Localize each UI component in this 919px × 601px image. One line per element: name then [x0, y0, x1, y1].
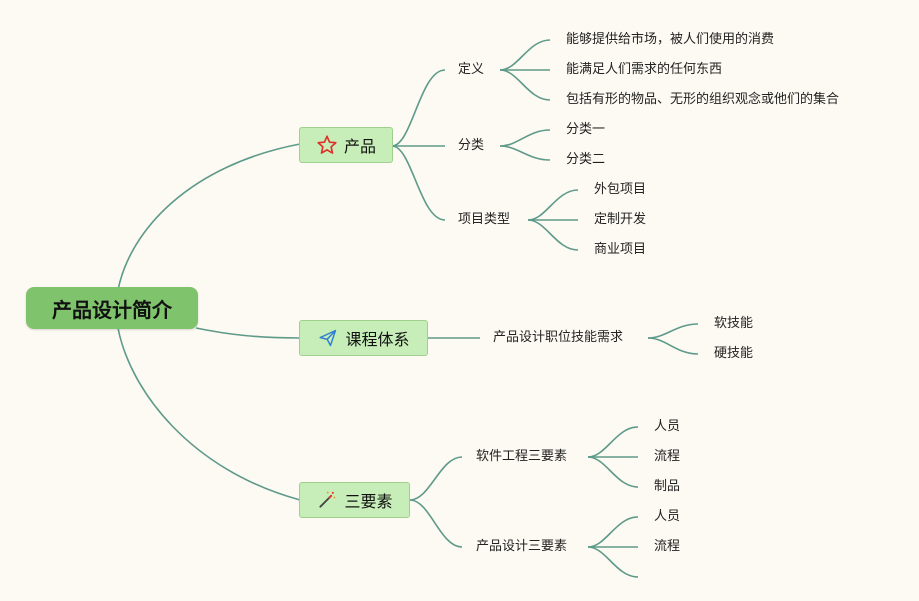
leaf-soft-skill[interactable]: 软技能 [714, 316, 754, 331]
leaf-category-2[interactable]: 分类二 [566, 152, 606, 167]
connector-root-product [117, 143, 301, 291]
connector-skill-1 [647, 323, 699, 339]
connector-elements-se [409, 456, 463, 501]
leaf-hard-skill[interactable]: 硬技能 [714, 346, 754, 361]
connector-se-3 [587, 456, 639, 488]
leaf-pd-process[interactable]: 流程 [654, 539, 681, 554]
leaf-se-process[interactable]: 流程 [654, 449, 681, 464]
subtopic-skill-requirements[interactable]: 产品设计职位技能需求 [493, 330, 624, 345]
connector-root-elements [117, 327, 301, 501]
branch-elements[interactable]: 三要素 [299, 482, 410, 518]
magic-wand-icon [316, 489, 338, 511]
connector-pd-1 [587, 516, 639, 548]
leaf-pd-people[interactable]: 人员 [654, 509, 681, 524]
leaf-project-type-3[interactable]: 商业项目 [594, 242, 647, 257]
branch-course[interactable]: 课程体系 [299, 320, 428, 356]
connector-root-course [195, 327, 301, 339]
leaf-definition-2[interactable]: 能满足人们需求的任何东西 [566, 62, 723, 77]
connector-type-1 [527, 189, 579, 221]
connector-se-1 [587, 426, 639, 458]
leaf-definition-3[interactable]: 包括有形的物品、无形的组织观念或他们的集合 [566, 92, 840, 107]
subtopic-definition[interactable]: 定义 [458, 62, 485, 77]
leaf-definition-1[interactable]: 能够提供给市场，被人们使用的消费 [566, 32, 775, 47]
star-icon [316, 134, 338, 156]
connector-elements-pd [409, 499, 463, 548]
subtopic-product-design[interactable]: 产品设计三要素 [476, 539, 568, 554]
connector-product-definition [391, 69, 446, 147]
branch-product-label: 产品 [343, 137, 376, 156]
connector-product-type [391, 145, 446, 221]
branch-product[interactable]: 产品 [299, 127, 393, 163]
branch-course-label: 课程体系 [345, 330, 410, 349]
connector-cat-1 [499, 129, 551, 147]
connector-skill-2 [647, 337, 699, 355]
connector-pd-3 [587, 546, 639, 578]
leaf-category-1[interactable]: 分类一 [566, 122, 606, 137]
connector-type-3 [527, 219, 579, 251]
leaf-project-type-2[interactable]: 定制开发 [594, 212, 647, 227]
leaf-se-artifact[interactable]: 制品 [654, 479, 681, 494]
leaf-se-people[interactable]: 人员 [654, 419, 681, 434]
subtopic-project-type[interactable]: 项目类型 [458, 212, 511, 227]
subtopic-category[interactable]: 分类 [458, 138, 485, 153]
paper-plane-icon [317, 327, 339, 349]
branch-elements-label: 三要素 [344, 492, 393, 511]
connector-def-3 [499, 69, 551, 101]
root-topic[interactable]: 产品设计简介 [26, 287, 198, 329]
connector-def-1 [499, 39, 551, 71]
leaf-project-type-1[interactable]: 外包项目 [594, 182, 647, 197]
connector-cat-2 [499, 145, 551, 161]
subtopic-software-engineering[interactable]: 软件工程三要素 [476, 449, 568, 464]
